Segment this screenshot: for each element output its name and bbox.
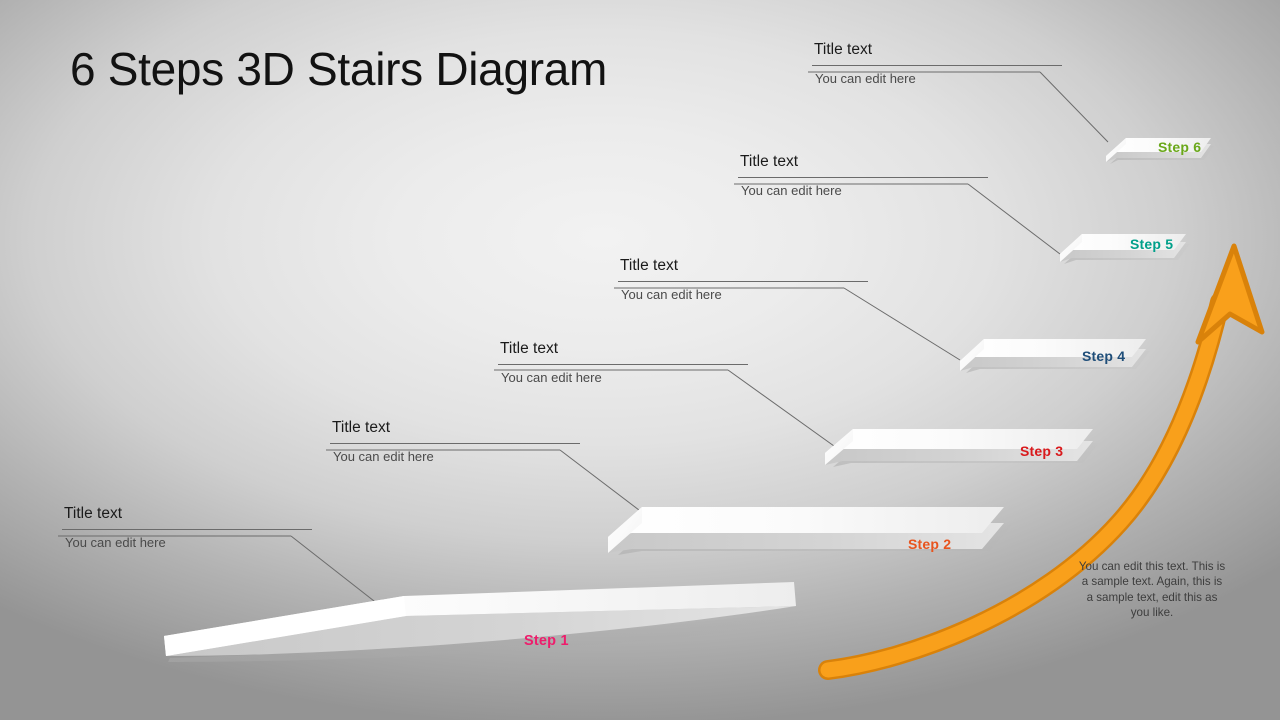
callout-subtitle: You can edit here <box>741 182 842 198</box>
callout-step1[interactable]: Title text You can edit here <box>62 505 312 551</box>
step-label: Step 4 <box>1082 348 1126 364</box>
callout-step3[interactable]: Title text You can edit here <box>498 340 748 386</box>
step-label: Step 2 <box>908 536 952 552</box>
callout-divider <box>812 64 1062 66</box>
callout-title: Title text <box>500 340 558 357</box>
callout-subtitle: You can edit here <box>65 534 166 550</box>
step-bar-1[interactable]: Step 1 <box>158 570 808 665</box>
callout-divider <box>330 442 580 444</box>
step-bar-4[interactable]: Step 4 <box>950 335 1155 383</box>
callout-subtitle: You can edit here <box>333 448 434 464</box>
callout-divider <box>62 528 312 530</box>
step-label: Step 6 <box>1158 139 1202 155</box>
callout-title: Title text <box>620 257 678 274</box>
callout-step4[interactable]: Title text You can edit here <box>618 257 868 303</box>
callout-title: Title text <box>814 41 872 58</box>
callout-step2[interactable]: Title text You can edit here <box>330 419 580 465</box>
callout-step6[interactable]: Title text You can edit here <box>812 41 1062 87</box>
callout-title: Title text <box>740 153 798 170</box>
step-bar-5[interactable]: Step 5 <box>1050 230 1195 274</box>
step-bar-3[interactable]: Step 3 <box>815 425 1105 477</box>
callout-divider <box>618 280 868 282</box>
callout-subtitle: You can edit here <box>815 70 916 86</box>
step-bar-2[interactable]: Step 2 <box>598 505 1018 565</box>
step-label: Step 1 <box>524 633 569 649</box>
callout-title: Title text <box>64 505 122 522</box>
callout-subtitle: You can edit here <box>501 369 602 385</box>
step-label: Step 5 <box>1130 236 1174 252</box>
step-bar-6[interactable]: Step 6 <box>1096 134 1221 174</box>
callout-divider <box>738 176 988 178</box>
editable-note-text[interactable]: You can edit this text. This is a sample… <box>1078 560 1226 620</box>
callout-title: Title text <box>332 419 390 436</box>
step-label: Step 3 <box>1020 443 1064 459</box>
callout-step5[interactable]: Title text You can edit here <box>738 153 988 199</box>
callout-divider <box>498 363 748 365</box>
callout-subtitle: You can edit here <box>621 286 722 302</box>
page-title: 6 Steps 3D Stairs Diagram <box>70 43 608 95</box>
